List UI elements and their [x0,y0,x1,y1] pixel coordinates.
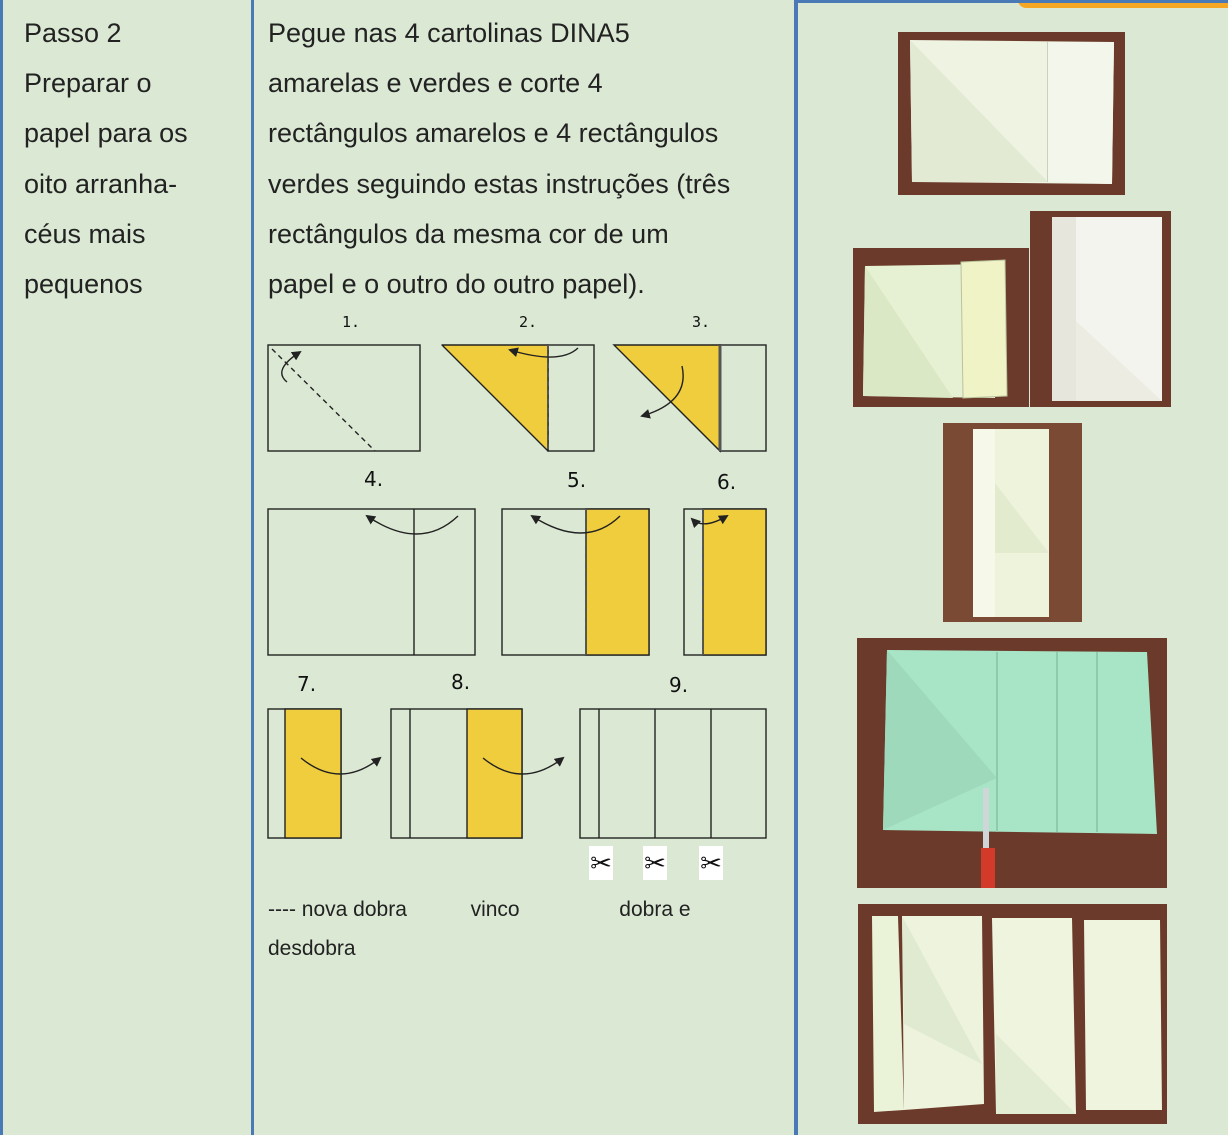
step-label-1: 1. [342,313,360,331]
scissors-icon: ✂ [700,849,722,879]
step-label-7: 7. [297,672,316,696]
fold-step-1 [267,344,421,452]
step-label-5: 5. [567,468,586,492]
instruction-line: verdes seguindo estas instruções (três [268,168,731,199]
scissors-icon: ✂ [644,849,666,879]
legend-crease: vinco [470,898,520,921]
fold-step-2 [441,344,595,452]
step-line: pequenos [24,269,143,300]
table-border-left [0,0,3,1135]
instructions-text: Pegue nas 4 cartolinas DINA5 amarelas e … [268,8,788,309]
step-label-4: 4. [364,467,383,491]
photo-cut-paper-green [857,638,1167,888]
step-line: oito arranha- [24,168,178,199]
fold-step-6 [683,508,767,656]
instruction-line: papel e o outro do outro papel). [268,269,645,300]
step-cell: Passo 2 Preparar o papel para os oito ar… [24,8,244,309]
diagram-legend: ---- nova dobra vinco dobra e [268,895,691,925]
photo-folded-paper-1 [898,32,1125,195]
fold-step-5 [501,508,650,656]
table-border-col2 [794,0,798,1135]
step-label-8: 8. [451,670,470,694]
photo-folded-paper-2 [853,248,1029,407]
table-border-top [796,0,1228,3]
fold-step-9 [579,708,767,839]
fold-step-7 [267,708,382,839]
legend-fold-unfold-cont: desdobra [268,937,356,960]
step-line: Preparar o [24,68,152,99]
table-border-col1 [251,0,254,1135]
legend-new-fold: ---- nova dobra [268,898,407,921]
photo-folded-paper-3 [1030,211,1171,407]
scissors-icon: ✂ [590,849,612,879]
step-label-2: 2. [519,313,537,331]
instruction-line: rectângulos da mesma cor de um [268,218,669,249]
step-line: Passo 2 [24,18,122,48]
fold-step-3 [612,344,767,453]
step-label-3: 3. [692,313,710,331]
step-label-6: 6. [717,470,736,494]
fold-step-4 [267,508,476,656]
instruction-line: Pegue nas 4 cartolinas DINA5 [268,18,630,48]
accent-tab [1018,0,1228,8]
photo-folded-paper-4 [943,423,1082,622]
step-line: papel para os [24,118,188,149]
legend-fold-unfold: dobra e [619,898,691,921]
folding-diagram: 1. 2. 3. 4. 5. 6. 7. 8. 9. [267,313,767,880]
fold-step-8 [390,708,565,839]
step-line: céus mais [24,218,146,249]
photo-four-rectangles [858,904,1167,1124]
instruction-line: rectângulos amarelos e 4 rectângulos [268,118,719,149]
instruction-line: amarelas e verdes e corte 4 [268,68,603,99]
step-label-9: 9. [669,673,688,697]
